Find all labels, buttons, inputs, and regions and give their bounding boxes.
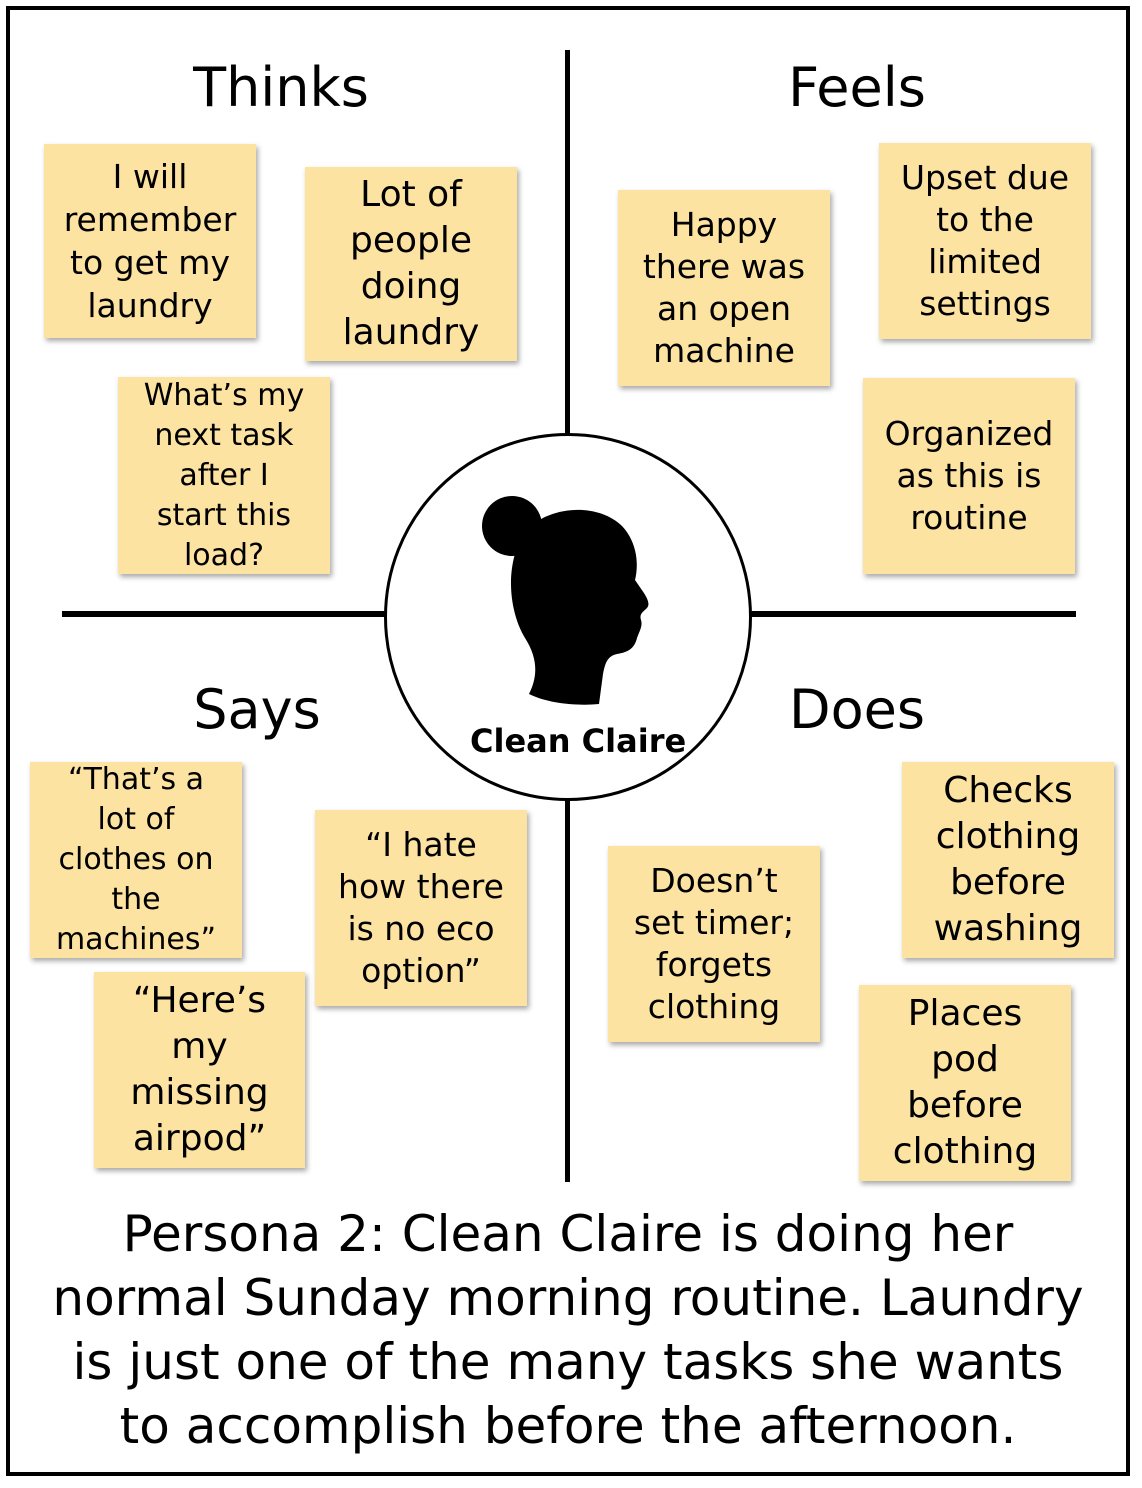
sticky-note-says-2: “I hate how there is no eco option”	[315, 810, 527, 1006]
persona-description: Persona 2: Clean Claire is doing her nor…	[52, 1205, 1084, 1455]
thinks-heading: Thinks	[193, 56, 369, 119]
sticky-note-feels-3: Organized as this is routine	[863, 378, 1075, 574]
persona-circle	[384, 433, 752, 801]
vertical-divider-top	[565, 50, 570, 434]
sticky-note-text: Happy there was an open machine	[642, 205, 806, 370]
sticky-note-does-1: Doesn’t set timer; forgets clothing	[608, 846, 820, 1042]
sticky-note-text: “That’s a lot of clothes on the machines…	[55, 762, 217, 957]
vertical-divider-bottom	[565, 800, 570, 1182]
empathy-map-frame	[6, 6, 1130, 1476]
horizontal-divider-right	[750, 611, 1076, 617]
sticky-note-says-1: “That’s a lot of clothes on the machines…	[30, 762, 242, 958]
sticky-note-says-3: “Here’s my missing airpod”	[94, 972, 305, 1168]
sticky-note-text: Lot of people doing laundry	[342, 174, 480, 353]
sticky-note-does-3: Places pod before clothing	[859, 985, 1071, 1181]
sticky-note-text: Organized as this is routine	[884, 414, 1054, 537]
sticky-note-thinks-3: What’s my next task after I start this l…	[118, 377, 330, 574]
sticky-note-text: Places pod before clothing	[892, 993, 1038, 1172]
feels-heading: Feels	[788, 56, 926, 119]
horizontal-divider-left	[62, 611, 386, 617]
sticky-note-text: What’s my next task after I start this l…	[143, 377, 305, 573]
sticky-note-text: “I hate how there is no eco option”	[338, 825, 504, 990]
does-heading: Does	[789, 678, 925, 741]
woman-silhouette-icon	[482, 496, 649, 705]
sticky-note-feels-1: Happy there was an open machine	[618, 190, 830, 386]
sticky-note-does-2: Checks clothing before washing	[902, 762, 1114, 958]
persona-name: Clean Claire	[470, 722, 687, 760]
sticky-note-text: I will remember to get my laundry	[63, 157, 237, 325]
sticky-note-text: Checks clothing before washing	[933, 770, 1083, 949]
sticky-note-thinks-1: I will remember to get my laundry	[44, 144, 256, 338]
sticky-note-feels-2: Upset due to the limited settings	[879, 143, 1091, 339]
sticky-note-text: Doesn’t set timer; forgets clothing	[633, 861, 795, 1026]
sticky-note-text: Upset due to the limited settings	[900, 158, 1070, 323]
sticky-note-text: “Here’s my missing airpod”	[130, 980, 269, 1159]
says-heading: Says	[193, 678, 321, 741]
sticky-note-thinks-2: Lot of people doing laundry	[305, 167, 517, 361]
